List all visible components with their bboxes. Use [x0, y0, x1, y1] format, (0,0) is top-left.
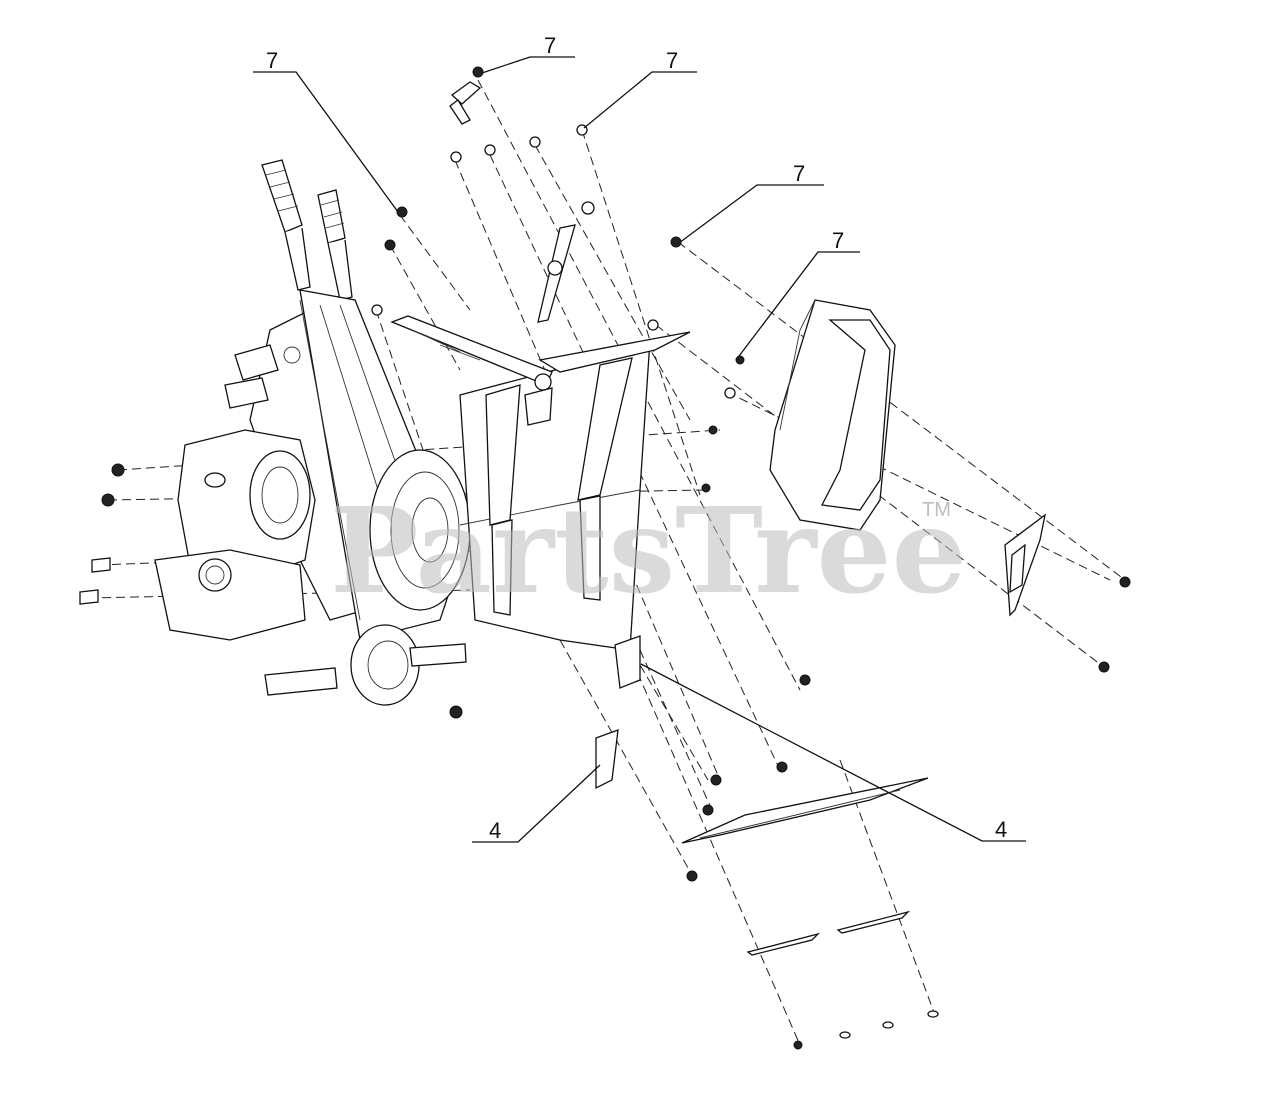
nuts-bottom	[449, 576, 1131, 1050]
callout-7-e: 7	[832, 228, 844, 253]
callout-4-left: 4	[489, 818, 501, 843]
gearbox-assembly	[154, 159, 471, 706]
callout-4-right: 4	[995, 817, 1007, 842]
deflector-blades	[681, 777, 929, 956]
callout-7-a: 7	[266, 48, 278, 73]
bolt-cluster-top	[371, 66, 745, 493]
watermark: PartsTree TM	[330, 481, 967, 620]
callout-7-d: 7	[793, 161, 805, 186]
fasteners	[79, 66, 1131, 1050]
callout-leaders	[253, 56, 1026, 843]
callout-7-b: 7	[544, 33, 556, 58]
bolts-left	[79, 463, 125, 605]
callout-7-c: 7	[666, 48, 678, 73]
side-shield	[769, 299, 896, 531]
brackets	[595, 513, 1046, 790]
chute-housing	[390, 224, 691, 651]
watermark-text: PartsTree	[330, 481, 967, 620]
callout-labels: 7 7 7 7 7 4 4	[266, 33, 1007, 843]
watermark-trademark: TM	[922, 499, 951, 521]
